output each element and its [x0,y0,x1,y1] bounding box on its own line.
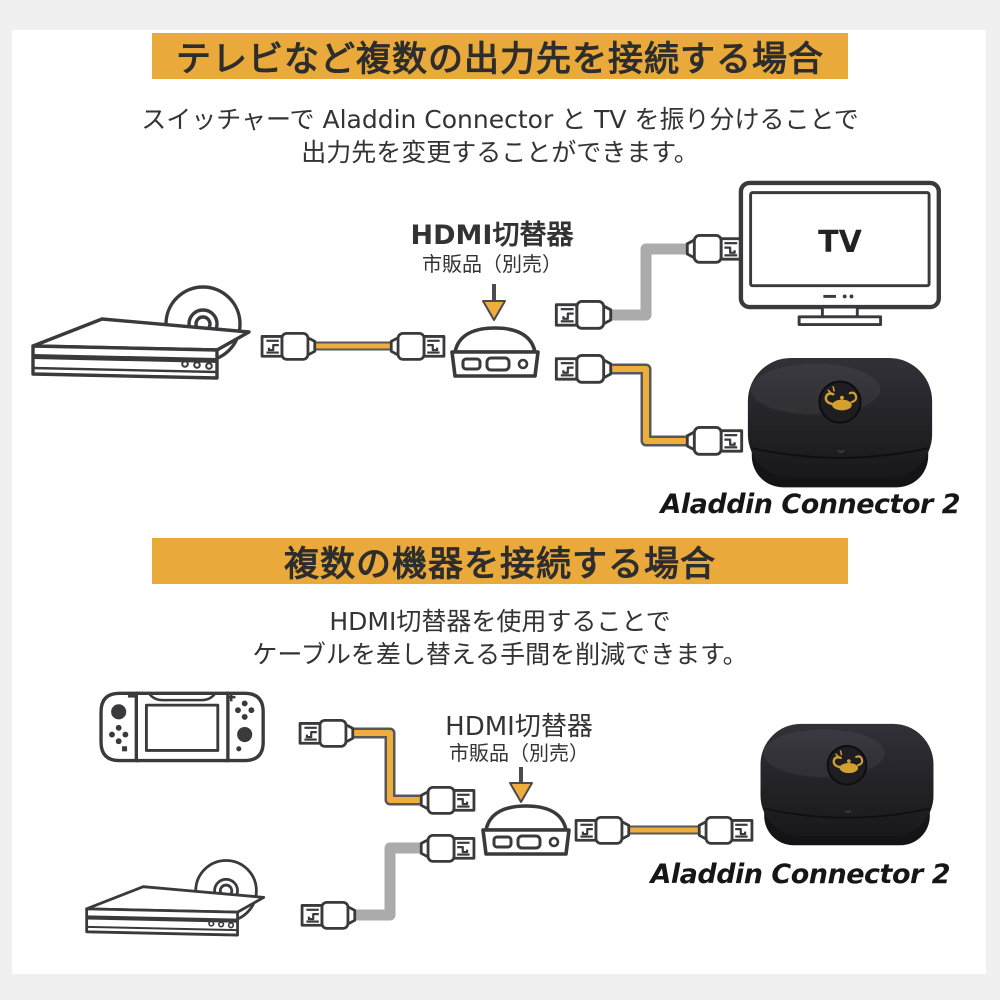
hdmi-connector-icon [574,815,631,845]
section2-switcher-label: HDMI切替器 [445,712,593,742]
hdmi-connector-icon [685,426,744,456]
hdmi-connector-icon [419,833,476,863]
hdmi-cable-player-to-switcher-2 [356,842,420,921]
aladdin-connector-device [746,356,934,489]
section2-subtitle-line2: ケーブルを差し替える手間を削減できます。 [252,640,748,669]
down-arrow-icon [482,284,506,321]
hdmi-cable-switcher-to-tv [612,243,686,321]
section2-device-label: Aladdin Connector 2 [650,859,951,890]
section1-subtitle-line1: スイッチャーで Aladdin Connector と TV を振り分けることで [141,105,859,134]
hdmi-switcher-icon [481,804,571,856]
disc-player-icon [31,285,251,380]
section2-switcher-sublabel: 市販品（別売） [449,741,589,765]
section2-banner: 複数の機器を接続する場合 [152,538,848,585]
hdmi-connector-icon [419,785,476,815]
hdmi-connector-icon [685,234,744,264]
section1-banner-title: テレビなど複数の出力先を接続する場合 [175,39,824,80]
hdmi-connector-icon [554,300,613,330]
section1-switcher-sublabel: 市販品（別売） [422,252,562,276]
hdmi-cable-console-to-switcher-core [354,730,420,803]
hdmi-connector-icon [300,900,357,930]
hdmi-connector-icon [260,331,317,361]
hdmi-connector-icon [298,718,355,748]
hdmi-connector-icon [389,331,446,361]
section1-switcher-label: HDMI切替器 [410,220,574,251]
tv-label: TV [818,225,862,260]
disc-player-icon [85,859,266,937]
hdmi-cable-switcher-to-device-core [612,366,686,444]
section1-subtitle-line2: 出力先を変更することができます。 [301,138,699,167]
hdmi-connector-icon [697,815,754,845]
hdmi-connector-icon [554,354,613,384]
aladdin-connector-device [759,722,935,847]
section2-subtitle-line1: HDMI切替器を使用することで [329,607,671,636]
section2-banner-title: 複数の機器を接続する場合 [283,544,716,585]
section1-device-label: Aladdin Connector 2 [660,489,961,520]
hdmi-switcher-icon [450,326,540,378]
down-arrow-icon [509,767,533,803]
section1-banner: テレビなど複数の出力先を接続する場合 [152,33,848,80]
game-console-icon [99,691,265,763]
